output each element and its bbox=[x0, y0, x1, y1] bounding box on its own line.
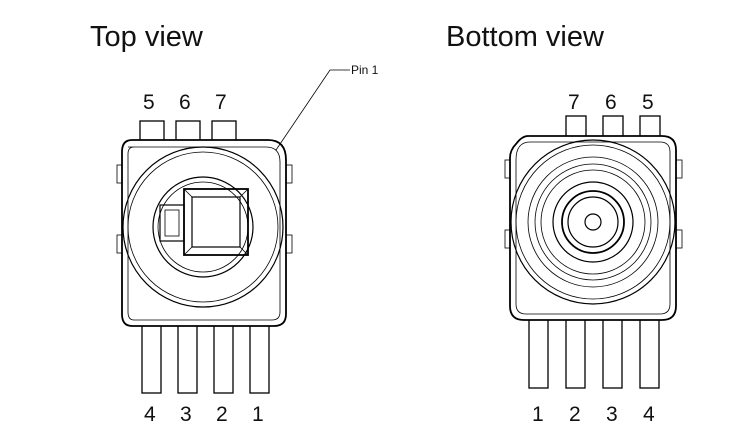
top-view-title: Top view bbox=[90, 21, 204, 53]
bottom-view-port-outer bbox=[552, 181, 634, 263]
bottom-view-pin-label: 7 bbox=[568, 91, 580, 114]
top-view-die-pad-inner bbox=[164, 209, 180, 237]
top-view-pin-1-lead bbox=[249, 324, 270, 394]
top-view-pin-label: 3 bbox=[180, 403, 192, 426]
bottom-view-pin-label: 5 bbox=[642, 91, 654, 114]
bottom-view-port-hole bbox=[584, 213, 602, 231]
top-view-outer-ring bbox=[122, 146, 284, 308]
top-view-pin-label: 4 bbox=[144, 403, 156, 426]
bottom-view-ring bbox=[540, 169, 646, 275]
top-view-ring bbox=[127, 151, 279, 303]
bottom-view: Bottom view 7 6 5 1 2 3 4 bbox=[446, 21, 683, 426]
bottom-view-ring bbox=[534, 163, 652, 281]
top-view-pin-label: 2 bbox=[216, 403, 228, 426]
bottom-view-port-inner bbox=[567, 196, 619, 248]
pin-1-callout: Pin 1 bbox=[351, 63, 379, 77]
top-view-pin-label: 5 bbox=[143, 91, 155, 114]
bottom-view-pin-4-lead bbox=[639, 317, 660, 389]
bottom-view-pin-3-lead bbox=[602, 317, 623, 389]
bottom-view-pin-label: 2 bbox=[569, 403, 581, 426]
top-view-pin-3-lead bbox=[177, 324, 198, 394]
top-view-die-pad bbox=[159, 204, 185, 242]
top-view-inner-ring bbox=[152, 176, 254, 278]
bottom-view-outer-ring bbox=[510, 139, 676, 305]
bottom-view-pin-2-lead bbox=[565, 317, 586, 389]
bottom-view-pin-label: 6 bbox=[605, 91, 617, 114]
top-view-package-body bbox=[121, 139, 287, 327]
top-view-pin-2-lead bbox=[213, 324, 234, 394]
top-view: Top view 5 6 7 4 bbox=[90, 21, 379, 426]
bottom-view-port-mid bbox=[561, 190, 625, 254]
bottom-view-title: Bottom view bbox=[446, 21, 605, 53]
top-view-die-inner bbox=[191, 196, 241, 248]
top-view-pin-label: 7 bbox=[215, 91, 227, 114]
bottom-view-ring bbox=[527, 156, 659, 288]
bottom-view-pin-label: 1 bbox=[532, 403, 544, 426]
top-view-pin-label: 6 bbox=[179, 91, 191, 114]
bottom-view-pin-label: 4 bbox=[643, 403, 655, 426]
pin-1-leader-line bbox=[275, 69, 350, 151]
bottom-view-body-inner-outline bbox=[515, 141, 671, 315]
bottom-view-ring bbox=[515, 144, 671, 300]
top-view-pin-4-lead bbox=[141, 324, 162, 394]
bottom-view-pin-1-lead bbox=[528, 317, 549, 389]
top-view-body-inner-outline bbox=[127, 146, 281, 321]
bottom-view-pin-label: 3 bbox=[606, 403, 618, 426]
top-view-pin-label: 1 bbox=[252, 403, 264, 426]
